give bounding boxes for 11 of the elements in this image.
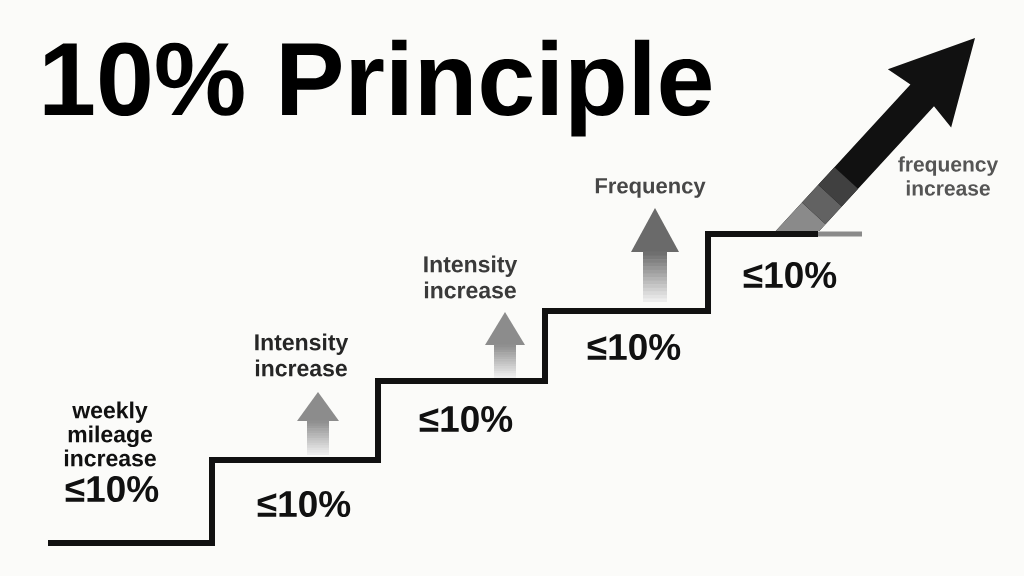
limit-label: ≤10% — [587, 333, 681, 361]
limit-label: ≤10% — [257, 490, 351, 518]
increase-label: Intensity increase — [255, 333, 349, 377]
limit-label: ≤10% — [743, 261, 837, 289]
step-label: weekly mileage increase — [64, 401, 156, 467]
increase-label: Frequency — [595, 178, 706, 198]
limit-label: ≤10% — [65, 475, 159, 503]
title: 10% Principle — [44, 39, 711, 137]
increase-label: frequency increase — [898, 156, 999, 196]
limit-label: ≤10% — [419, 405, 513, 433]
increase-label: Intensity increase — [424, 255, 518, 299]
